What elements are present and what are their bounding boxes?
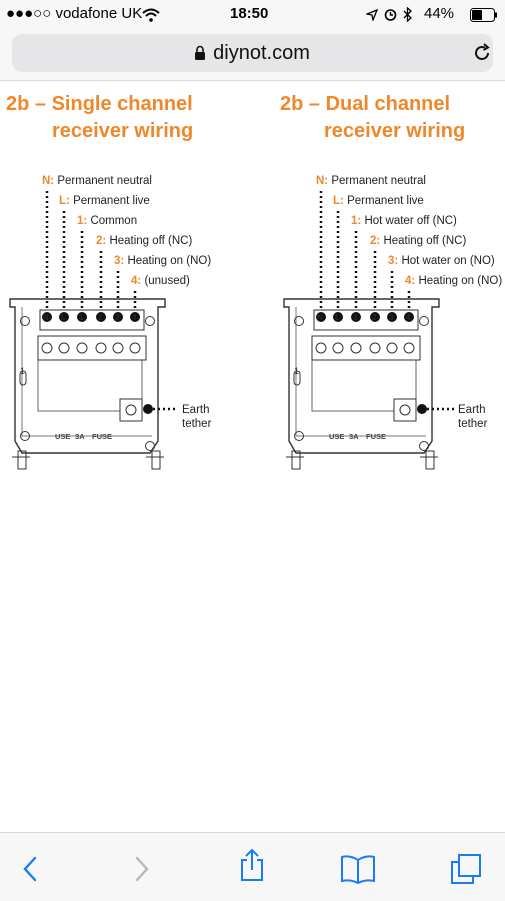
left-label-3: 3: Heating on (NO)	[114, 255, 212, 267]
back-button[interactable]	[12, 851, 48, 887]
forward-icon	[135, 856, 149, 882]
browser-toolbar: diynot.com	[0, 30, 505, 81]
forward-button[interactable]	[124, 851, 160, 887]
lock-icon	[195, 45, 205, 60]
left-plate-use: USE	[55, 432, 71, 441]
bookmarks-icon	[341, 855, 375, 884]
clock-label: 18:50	[230, 5, 269, 22]
left-block-label-1: 1	[79, 313, 84, 322]
left-heading-line2: receiver wiring	[52, 120, 194, 142]
right-label-1: 1: Hot water off (NC)	[351, 215, 457, 227]
tabs-button[interactable]	[448, 851, 484, 887]
right-plate-side-number: 1	[294, 366, 300, 376]
left-block-label-2: 2	[98, 313, 103, 322]
bluetooth-icon	[403, 7, 412, 22]
right-heading-line2: receiver wiring	[324, 120, 466, 142]
left-label-4: 4: (unused)	[131, 275, 190, 287]
back-icon	[23, 856, 37, 882]
left-block-label-4: 4	[132, 313, 137, 322]
right-heading-line1: 2b – Dual channel	[280, 93, 451, 115]
right-plate-fuse: FUSE	[366, 432, 387, 441]
right-block-label-l: L	[335, 313, 340, 322]
right-backplate-diagram	[283, 191, 454, 470]
left-backplate-diagram	[9, 191, 178, 470]
left-block-label-3: 3	[115, 313, 120, 322]
battery-percent: 44%	[424, 5, 455, 22]
left-heading-line1: 2b – Single channel	[6, 93, 193, 115]
right-block-label-2: 2	[372, 313, 377, 322]
left-label-2: 2: Heating off (NC)	[96, 235, 193, 247]
address-field[interactable]: diynot.com	[12, 34, 493, 72]
right-label-4: 4: Heating on (NO)	[405, 275, 503, 287]
right-block-label-3: 3	[389, 313, 394, 322]
share-icon	[241, 848, 263, 881]
carrier-label: ●●●○○ vodafone UK	[6, 5, 143, 22]
url-text: diynot.com	[213, 42, 310, 64]
left-block-label-n: N	[43, 313, 49, 322]
left-label-l: L: Permanent live	[59, 195, 150, 207]
battery-icon	[470, 8, 497, 22]
share-button[interactable]	[234, 847, 270, 883]
bookmarks-button[interactable]	[340, 851, 376, 887]
status-bar: ●●●○○ vodafone UK 18:50 44%	[0, 0, 505, 30]
location-arrow-icon	[366, 9, 378, 21]
right-block-label-n: N	[317, 313, 323, 322]
reload-icon[interactable]	[472, 43, 492, 63]
tabs-icon	[451, 854, 481, 884]
right-block-label-1: 1	[353, 313, 358, 322]
right-plate-use: USE	[329, 432, 345, 441]
right-label-l: L: Permanent live	[333, 195, 424, 207]
page-content: 2b – Single channel receiver wiring N: P…	[0, 81, 505, 831]
left-plate-side-number: 1	[20, 366, 26, 376]
left-label-1: 1: Common	[77, 215, 138, 227]
right-label-n: N: Permanent neutral	[316, 175, 426, 187]
right-block-label-4: 4	[406, 313, 411, 322]
wifi-icon	[142, 8, 160, 22]
alarm-icon	[384, 9, 397, 21]
right-plate-amps: 3A	[349, 432, 359, 441]
left-block-label-l: L	[61, 313, 66, 322]
left-label-n: N: Permanent neutral	[42, 175, 152, 187]
left-plate-fuse: FUSE	[92, 432, 113, 441]
left-plate-amps: 3A	[75, 432, 85, 441]
browser-bottom-toolbar	[0, 832, 505, 901]
right-label-3: 3: Hot water on (NO)	[388, 255, 495, 267]
right-label-2: 2: Heating off (NC)	[370, 235, 467, 247]
